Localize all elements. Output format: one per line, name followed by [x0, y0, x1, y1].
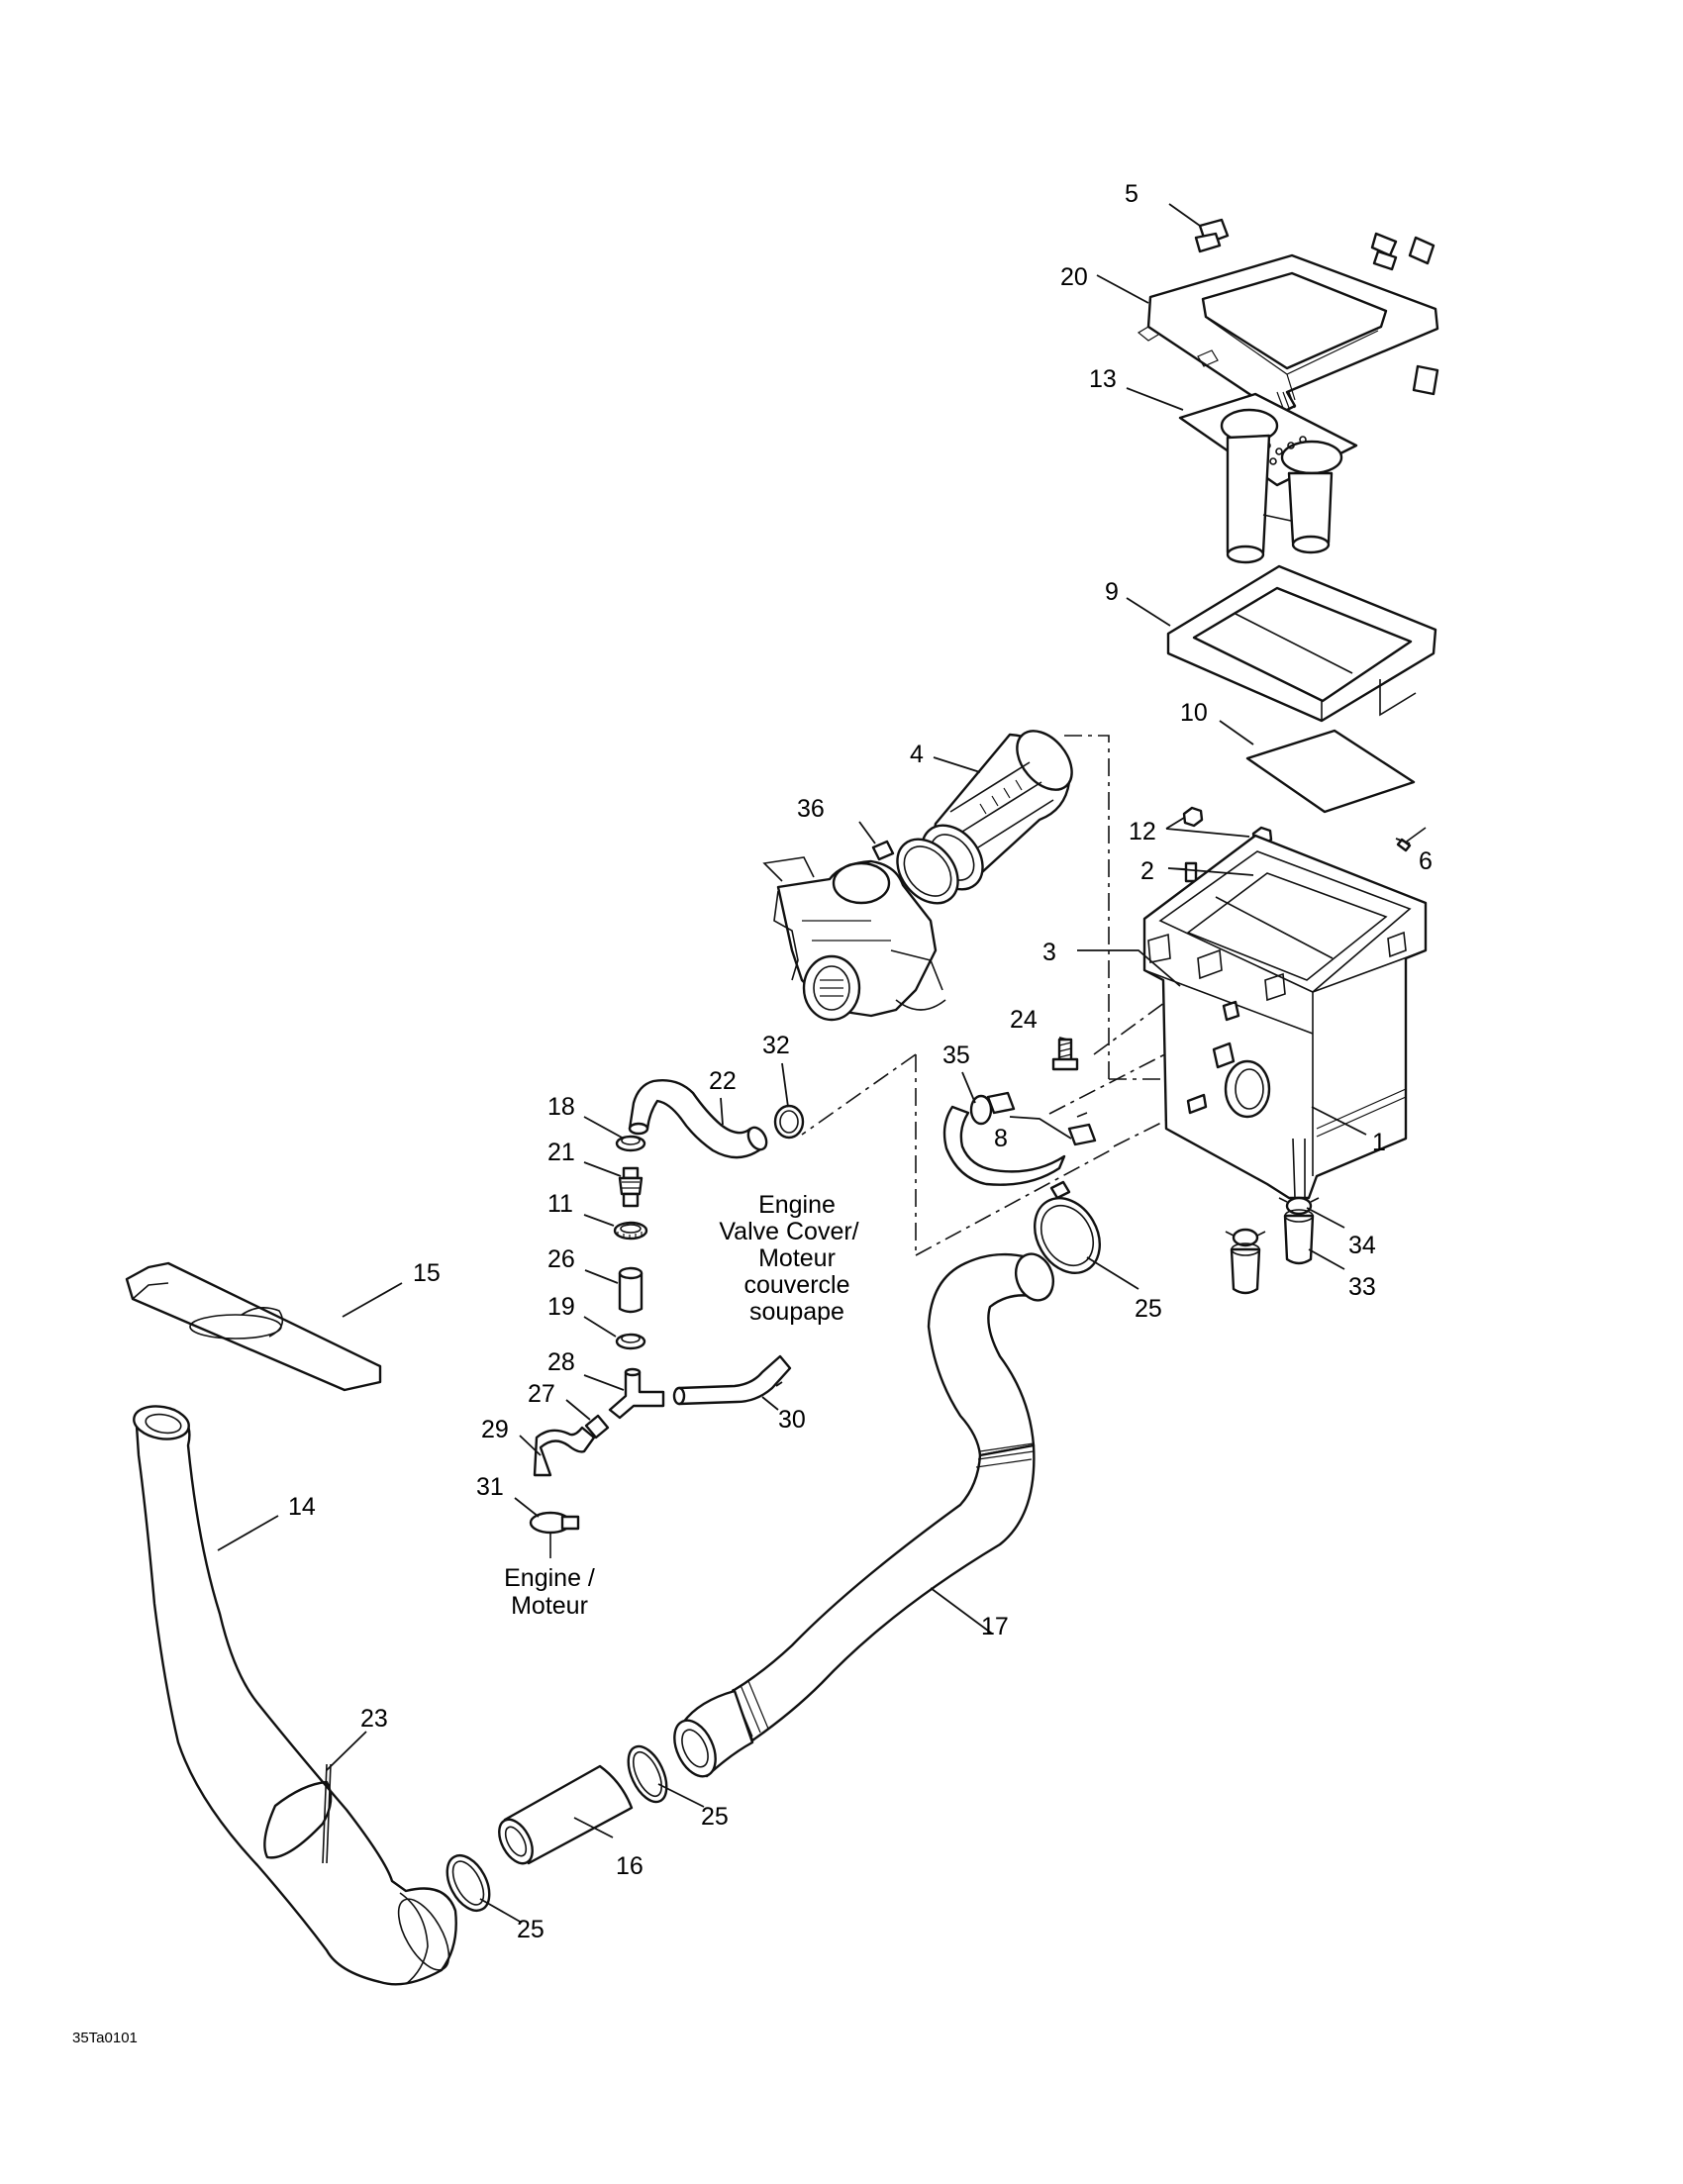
- hose-29: [533, 1426, 596, 1477]
- callout-1: 1: [1372, 1129, 1386, 1156]
- note-valve-cover-line1: Engine: [758, 1191, 836, 1219]
- note-valve-cover-line4: couvercle: [744, 1271, 850, 1299]
- callout-16: 16: [616, 1852, 644, 1880]
- tube-16: [498, 1764, 634, 1865]
- note-engine-line2: Moteur: [511, 1592, 588, 1620]
- callout-4: 4: [910, 741, 924, 768]
- callout-12: 12: [1129, 818, 1156, 845]
- callout-labels: 5 20 13 9 10 12 6 2 3 24 4 36 1 34 33 25…: [288, 180, 1433, 1943]
- drawing-code: 35Ta0101: [72, 2030, 138, 2046]
- callout-21: 21: [547, 1139, 575, 1166]
- callout-26: 26: [547, 1245, 575, 1273]
- callout-20: 20: [1060, 263, 1088, 291]
- carburetor: [762, 856, 946, 1022]
- screw-24: [1051, 1038, 1079, 1071]
- clamp-25-lower: [446, 1853, 491, 1913]
- callout-3: 3: [1042, 939, 1056, 966]
- filter-frame-9: [1166, 564, 1437, 723]
- clamp-19: [615, 1333, 646, 1350]
- note-engine-line1: Engine /: [504, 1564, 595, 1592]
- nut-11: [613, 1221, 648, 1241]
- callout-19: 19: [547, 1293, 575, 1321]
- note-valve-cover-line3: Moteur: [758, 1244, 836, 1272]
- intake-hose-17-cuff: [673, 1689, 754, 1778]
- callout-24: 24: [1010, 1006, 1038, 1034]
- callout-23: 23: [360, 1705, 388, 1733]
- clamp-36: [871, 838, 959, 905]
- callout-10: 10: [1180, 699, 1208, 727]
- clamp-25-upper: [1034, 1180, 1101, 1274]
- t-fitting-28: [608, 1367, 665, 1420]
- intake-hose-17: [731, 1252, 1055, 1742]
- callout-22: 22: [709, 1067, 737, 1095]
- duct-14: [133, 1405, 457, 1986]
- clamp-31: [529, 1511, 580, 1558]
- tie-strap-23: [263, 1763, 333, 1864]
- callout-17: 17: [981, 1613, 1009, 1640]
- callout-31: 31: [476, 1473, 504, 1501]
- callout-25-low: 25: [517, 1916, 544, 1943]
- silencer-cover-20: [1137, 253, 1439, 416]
- callout-28: 28: [547, 1348, 575, 1376]
- callout-8: 8: [994, 1125, 1008, 1152]
- note-valve-cover-line5: soupape: [749, 1298, 844, 1326]
- callout-29: 29: [481, 1416, 509, 1443]
- callout-30: 30: [778, 1406, 806, 1434]
- filter-element-10: [1245, 729, 1416, 814]
- callout-15: 15: [413, 1259, 441, 1287]
- callout-27: 27: [528, 1380, 555, 1408]
- callout-25-mid: 25: [701, 1803, 729, 1831]
- callout-6: 6: [1419, 847, 1433, 875]
- callout-32: 32: [762, 1032, 790, 1059]
- callout-9: 9: [1105, 578, 1119, 606]
- hose-22: [628, 1079, 768, 1159]
- note-valve-cover-line2: Valve Cover/: [719, 1218, 858, 1245]
- air-box-1: [1142, 834, 1428, 1200]
- clamp-25-middle: [627, 1744, 668, 1804]
- intake-gasket-13: [1178, 392, 1358, 564]
- plug-33: [1230, 1209, 1315, 1295]
- callout-35: 35: [942, 1042, 970, 1069]
- callout-18: 18: [547, 1093, 575, 1121]
- callout-34: 34: [1348, 1232, 1376, 1259]
- callout-5: 5: [1125, 180, 1138, 208]
- note-engine: Engine / Moteur: [504, 1564, 595, 1620]
- callout-25: 25: [1135, 1295, 1162, 1323]
- hose-30: [672, 1354, 792, 1406]
- plate-15: [125, 1261, 382, 1392]
- callout-11: 11: [547, 1190, 573, 1218]
- callout-33: 33: [1348, 1273, 1376, 1301]
- clamp-32: [773, 1104, 805, 1140]
- callout-2: 2: [1140, 857, 1154, 885]
- callout-36: 36: [797, 795, 825, 823]
- sleeve-26: [618, 1266, 644, 1314]
- valve-21: [618, 1166, 644, 1208]
- callout-13: 13: [1089, 365, 1117, 393]
- connector-27: [584, 1414, 610, 1439]
- leader-lines: [217, 203, 1411, 1924]
- clamp-8: [986, 1091, 1097, 1146]
- callout-14: 14: [288, 1493, 316, 1521]
- hose-35: [942, 1094, 1066, 1186]
- clip-5: [1194, 218, 1439, 396]
- clamp-18: [615, 1135, 646, 1152]
- note-valve-cover: Engine Valve Cover/ Moteur couvercle sou…: [719, 1191, 858, 1326]
